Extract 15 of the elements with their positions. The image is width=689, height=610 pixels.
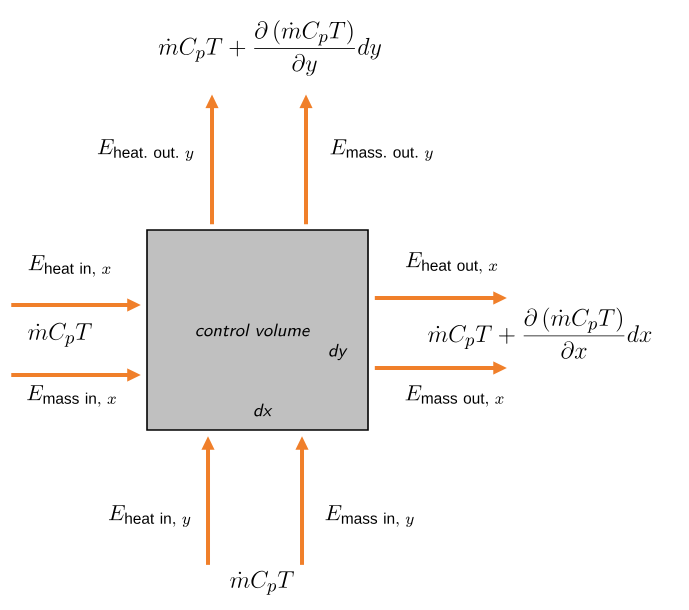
dimension-label: dy bbox=[329, 344, 348, 360]
box-label: control volume bbox=[196, 324, 310, 336]
flow-formula: $\dot{m}C_pT+\frac{\partial\left(\dot{m}C_pT\right)}{\partial y}dy$ bbox=[158, 20, 381, 76]
edge-label: $E_{\mathrm{mass.\ out.}\ y}$ bbox=[330, 139, 433, 161]
edge-label: $E_{\mathrm{heat\ in,}\ x}$ bbox=[28, 255, 110, 277]
flow-formula: $\dot{m}C_pT$ bbox=[230, 570, 294, 595]
edge-label: $E_{\mathrm{heat\ in,}\ y}$ bbox=[108, 505, 190, 527]
flow-formula: $\dot{m}C_pT$ bbox=[28, 322, 92, 347]
dimension-label: dx bbox=[254, 404, 272, 416]
edge-label: $E_{\mathrm{heat\ out,}\ x}$ bbox=[406, 252, 498, 274]
edge-label: $E_{\mathrm{heat.\ out.}\ y}$ bbox=[98, 139, 194, 161]
edge-label: $E_{\mathrm{mass\ in,}\ x}$ bbox=[27, 385, 116, 407]
edge-label: $E_{\mathrm{mass\ out,}\ x}$ bbox=[406, 385, 504, 407]
edge-label: $E_{\mathrm{mass\ in,}\ y}$ bbox=[326, 505, 414, 527]
flow-formula: $\dot{m}C_pT+\frac{\partial\left(\dot{m}C_pT\right)}{\partial x}dx$ bbox=[428, 308, 652, 359]
